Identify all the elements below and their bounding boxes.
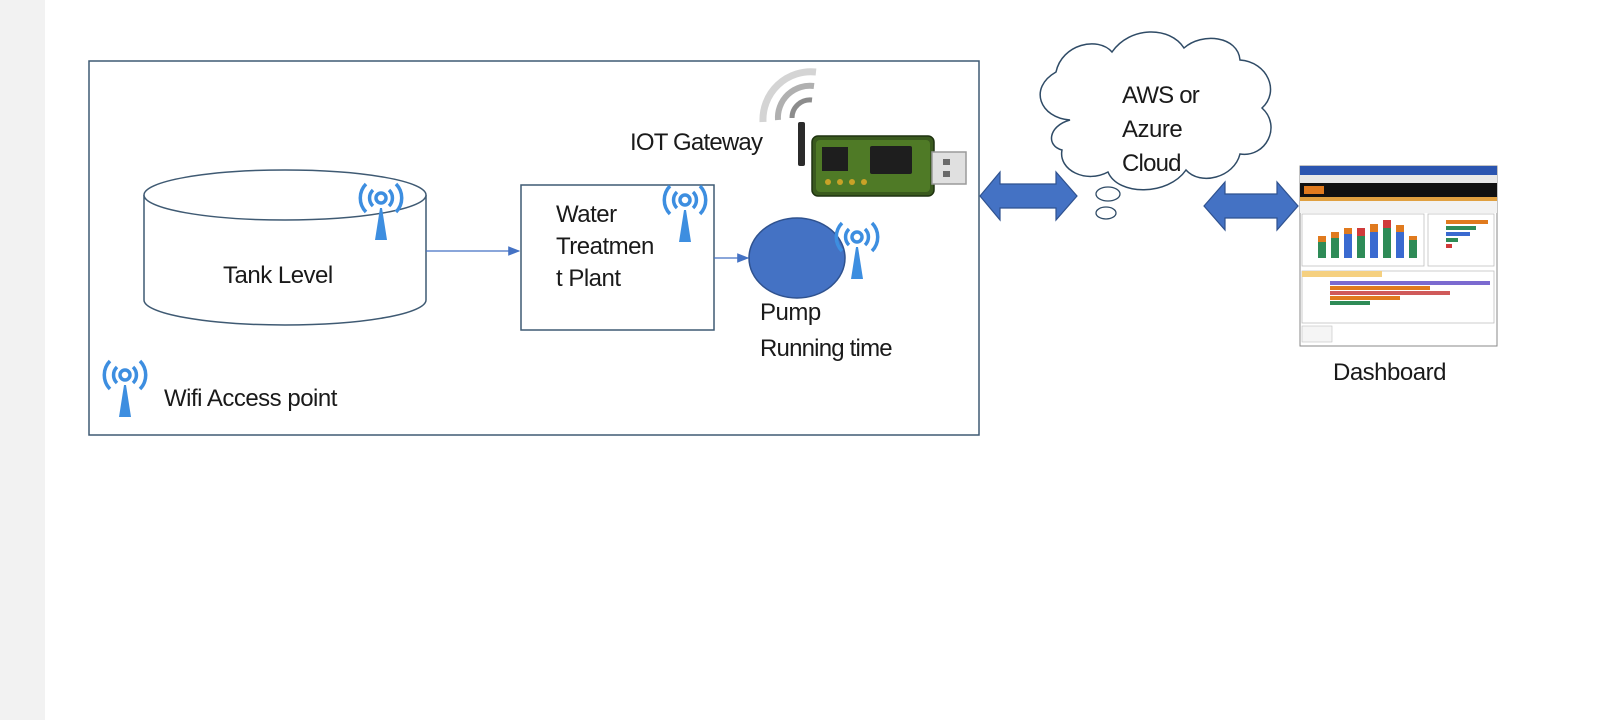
pump-label-line1: Pump (760, 299, 821, 326)
gateway-label: IOT Gateway (630, 129, 763, 156)
treatment-label-line2: Treatmen (556, 233, 654, 260)
site-boundary-box (88, 60, 980, 436)
cloud-shape (1039, 31, 1272, 220)
pump-circle (748, 217, 846, 299)
wifi-legend-label: Wifi Access point (164, 385, 338, 412)
cloud-label-line3: Cloud (1122, 150, 1181, 177)
dashboard-label: Dashboard (1333, 359, 1446, 386)
iot-gateway-usb-icon (759, 68, 967, 197)
wifi-access-point-icon (102, 359, 148, 419)
treatment-plant-box (520, 184, 715, 331)
cloud-label-line1: AWS or (1122, 82, 1200, 109)
pump-label-line2: Running time (760, 335, 892, 362)
tank-label: Tank Level (223, 262, 333, 289)
treatment-label-line1: Water (556, 201, 617, 228)
left-margin-strip (0, 0, 45, 720)
cloud-dashboard-double-arrow (1203, 180, 1299, 232)
treatment-label-line3: t Plant (556, 265, 621, 292)
dashboard-screenshot-icon (1299, 165, 1498, 347)
gateway-cloud-double-arrow (979, 170, 1078, 222)
cloud-label-line2: Azure (1122, 116, 1182, 143)
tank-cylinder (143, 169, 427, 326)
